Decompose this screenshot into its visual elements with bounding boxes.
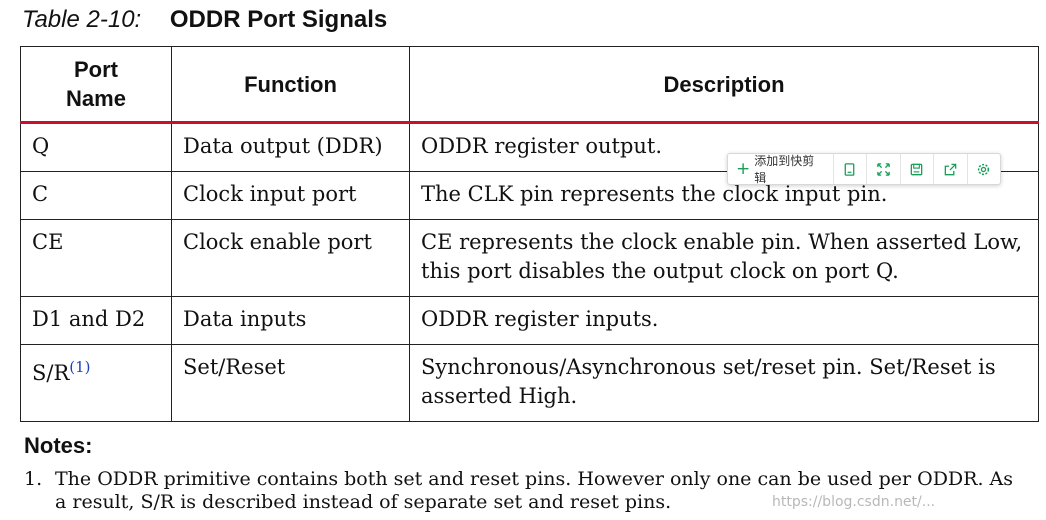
notes-heading: Notes: [24, 433, 93, 458]
table-caption: Table 2-10: ODDR Port Signals [22, 6, 387, 34]
expand-button[interactable] [867, 154, 901, 184]
save-button[interactable] [901, 154, 935, 184]
port-cell: Q [20, 122, 172, 172]
table-row: D1 and D2 Data inputs ODDR register inpu… [20, 296, 1039, 345]
settings-icon [978, 163, 990, 175]
function-cell: Set/Reset [171, 344, 410, 422]
table-title: ODDR Port Signals [169, 6, 388, 33]
save-icon [911, 163, 923, 175]
description-cell: ODDR register inputs. [409, 296, 1039, 345]
table-row: CE Clock enable port CE represents the c… [20, 219, 1039, 297]
table-header-row: Port Name Function Description [20, 46, 1039, 124]
port-cell: D1 and D2 [20, 296, 172, 345]
copy-icon [845, 162, 855, 176]
port-cell: C [20, 171, 172, 220]
note-text: The ODDR primitive contains both set and… [55, 468, 1014, 513]
function-cell: Clock enable port [171, 219, 410, 297]
add-to-clip-label: 添加到快剪辑 [754, 154, 815, 185]
table-row: C Clock input port The CLK pin represent… [20, 171, 1039, 220]
watermark: https://blog.csdn.net/... [772, 494, 936, 510]
column-header-description: Description [409, 46, 1039, 124]
share-icon [944, 163, 957, 175]
function-cell: Clock input port [171, 171, 410, 220]
port-signals-table: Port Name Function Description Q Data ou… [20, 46, 1039, 422]
footnote-link[interactable]: (1) [69, 358, 91, 376]
note-item: 1. The ODDR primitive contains both set a… [24, 468, 1034, 514]
clip-toolbar: + 添加到快剪辑 [727, 153, 1001, 185]
function-cell: Data inputs [171, 296, 410, 345]
add-to-clip-button[interactable]: + 添加到快剪辑 [728, 154, 834, 185]
function-cell: Data output (DDR) [171, 122, 410, 172]
table-number: Table 2-10: [22, 6, 142, 33]
expand-icon [877, 162, 890, 176]
settings-button[interactable] [968, 154, 1000, 184]
port-cell: CE [20, 219, 172, 297]
share-button[interactable] [934, 154, 968, 184]
port-label: S/R [32, 361, 70, 385]
copy-button[interactable] [834, 154, 868, 184]
column-header-port-name: Port Name [20, 46, 172, 124]
table-row: S/R(1) Set/Reset Synchronous/Asynchronou… [20, 344, 1039, 422]
port-cell: S/R(1) [20, 344, 172, 422]
plus-icon: + [736, 158, 751, 179]
description-cell: CE represents the clock enable pin. When… [409, 219, 1039, 297]
description-cell: Synchronous/Asynchronous set/reset pin. … [409, 344, 1039, 422]
column-header-function: Function [171, 46, 410, 124]
note-number: 1. [24, 468, 43, 490]
